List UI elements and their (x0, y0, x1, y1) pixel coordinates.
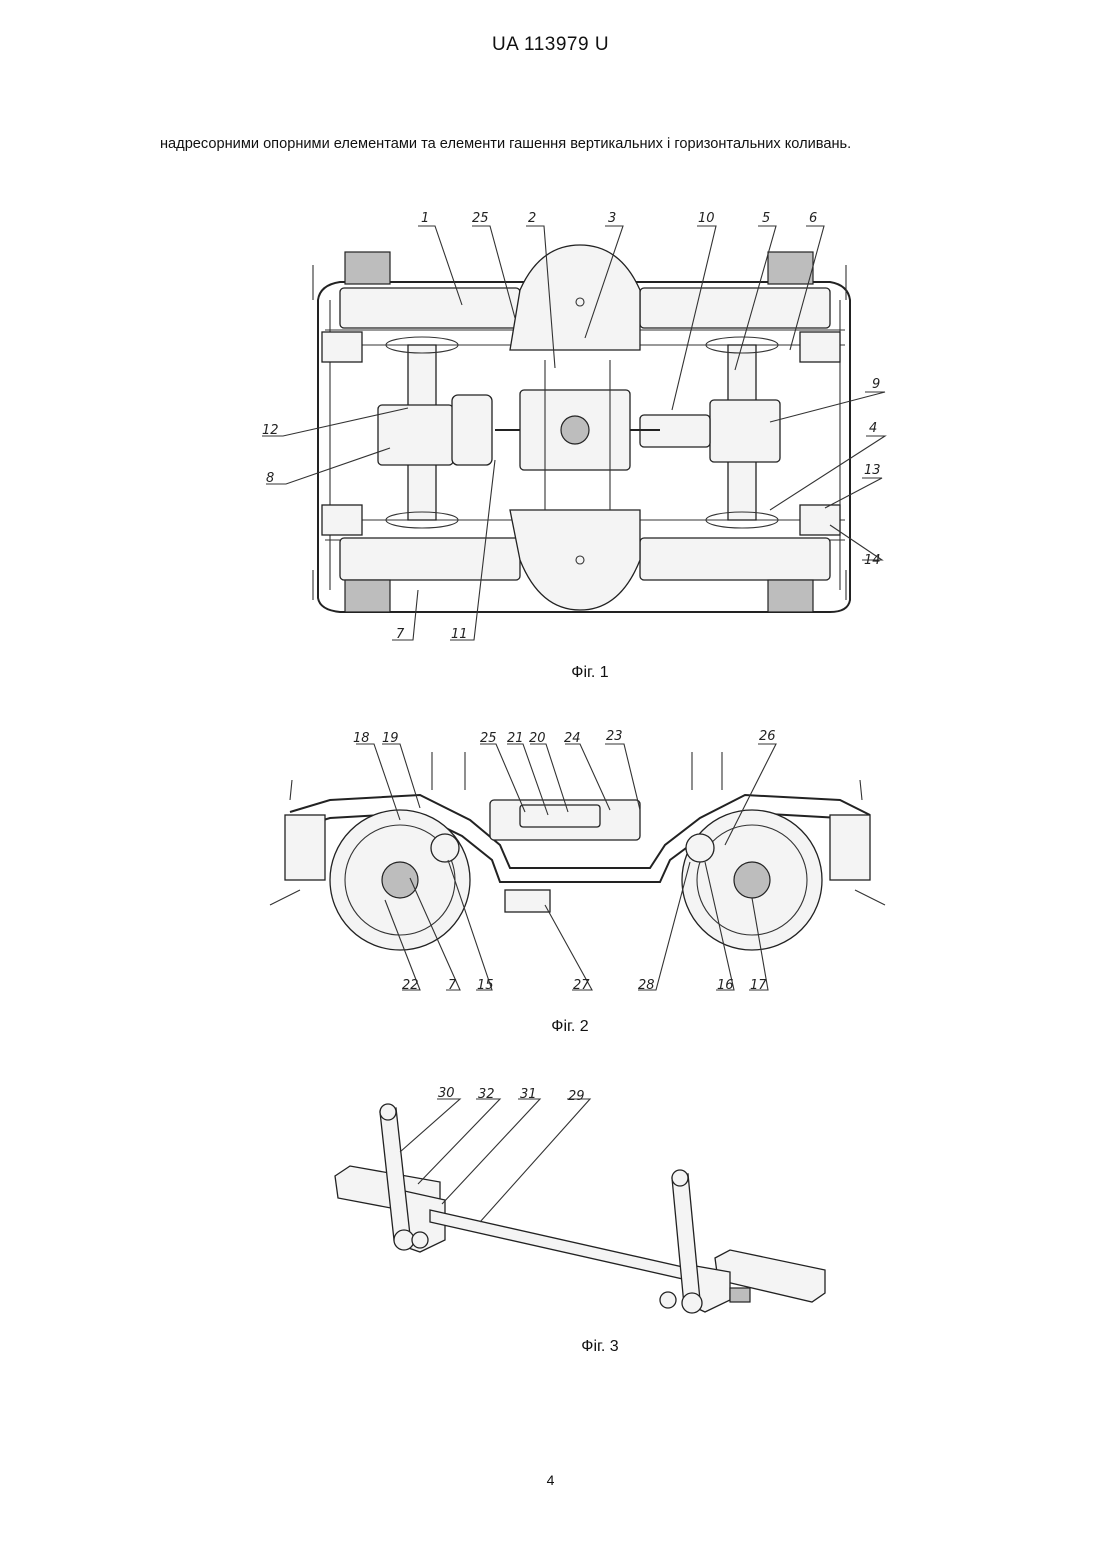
figure-3-drawing: 30 32 31 29 (0, 0, 1101, 1400)
fig3-label-31: 31 (520, 1087, 537, 1102)
fig3-label-30: 30 (438, 1086, 455, 1101)
page-number: 4 (0, 1472, 1101, 1488)
figure-3-caption: Фіг. 3 (0, 1338, 1101, 1356)
fig3-label-32: 32 (478, 1087, 495, 1102)
fig3-label-29: 29 (568, 1089, 585, 1104)
